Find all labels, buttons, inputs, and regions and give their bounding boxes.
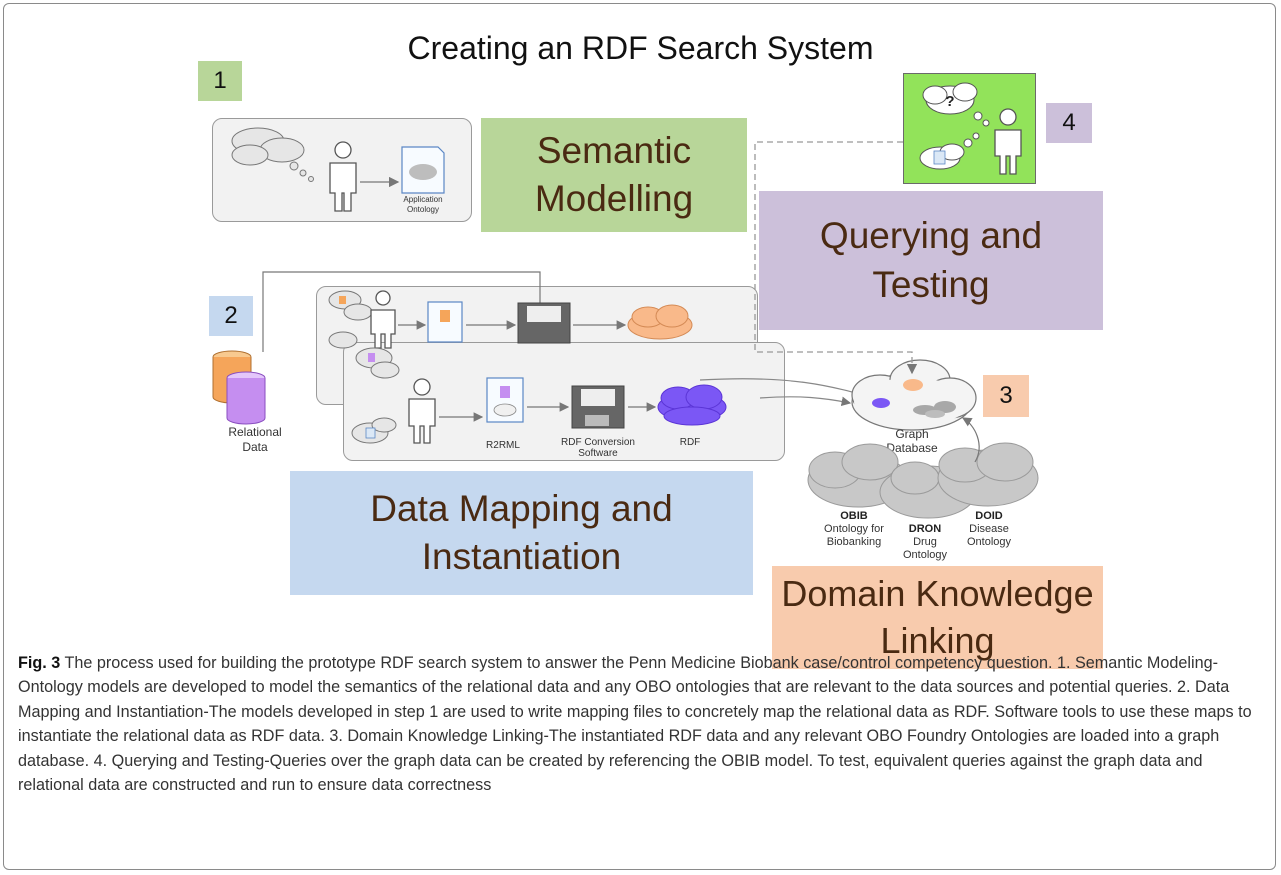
app-ontology-label-1: Application [403,195,442,204]
person-icon-query [994,108,1022,175]
question-mark: ? [945,93,954,110]
obib-name-1: Ontology for [824,523,884,535]
obib-abbr: OBIB [840,510,868,522]
stage-4-number: 4 [1046,103,1092,143]
front-panel-clouds [351,347,400,444]
obib-name-2: Biobanking [827,536,881,548]
person-icon-front [408,378,436,444]
thought-cloud-icon [231,127,314,182]
figure-frame [3,3,1276,870]
dron-name-1: Drug [913,536,937,548]
stage-1-number: 1 [198,61,242,101]
rdf-label: RDF [680,437,701,448]
stage-3-number: 3 [983,375,1029,417]
back-panel-clouds [328,290,373,349]
dron-abbr: DRON [909,523,941,535]
r2rml-label: R2RML [486,440,520,451]
caption-label: Fig. 3 [18,654,61,672]
relational-data-label-2: Data [242,440,268,454]
doid-name-2: Ontology [967,536,1012,548]
graph-database-label-2: Database [886,441,938,455]
app-ontology-label-2: Ontology [407,205,439,214]
caption-text: The process used for building the protot… [18,654,1252,795]
rdf-cloud-purple [657,384,727,426]
rdf-conversion-label-1: RDF Conversion [561,437,635,448]
rdf-conversion-label-2: Software [578,448,618,459]
graph-database-label-1: Graph [895,427,928,441]
relational-data-label-1: Relational [228,425,281,439]
application-ontology-document-icon [401,146,445,194]
doid-name-1: Disease [969,523,1009,535]
relational-data-icon [212,350,266,425]
doid-abbr: DOID [975,510,1003,522]
person-icon [329,141,357,212]
person-icon-back [370,290,396,349]
rdf-cloud-orange [627,304,693,340]
figure-title: Creating an RDF Search System [407,30,874,66]
dron-name-2: Ontology [903,549,948,561]
stage-2-number: 2 [209,296,253,336]
ontology-clouds [807,442,1039,519]
figure-caption: Fig. 3 The process used for building the… [18,651,1263,797]
